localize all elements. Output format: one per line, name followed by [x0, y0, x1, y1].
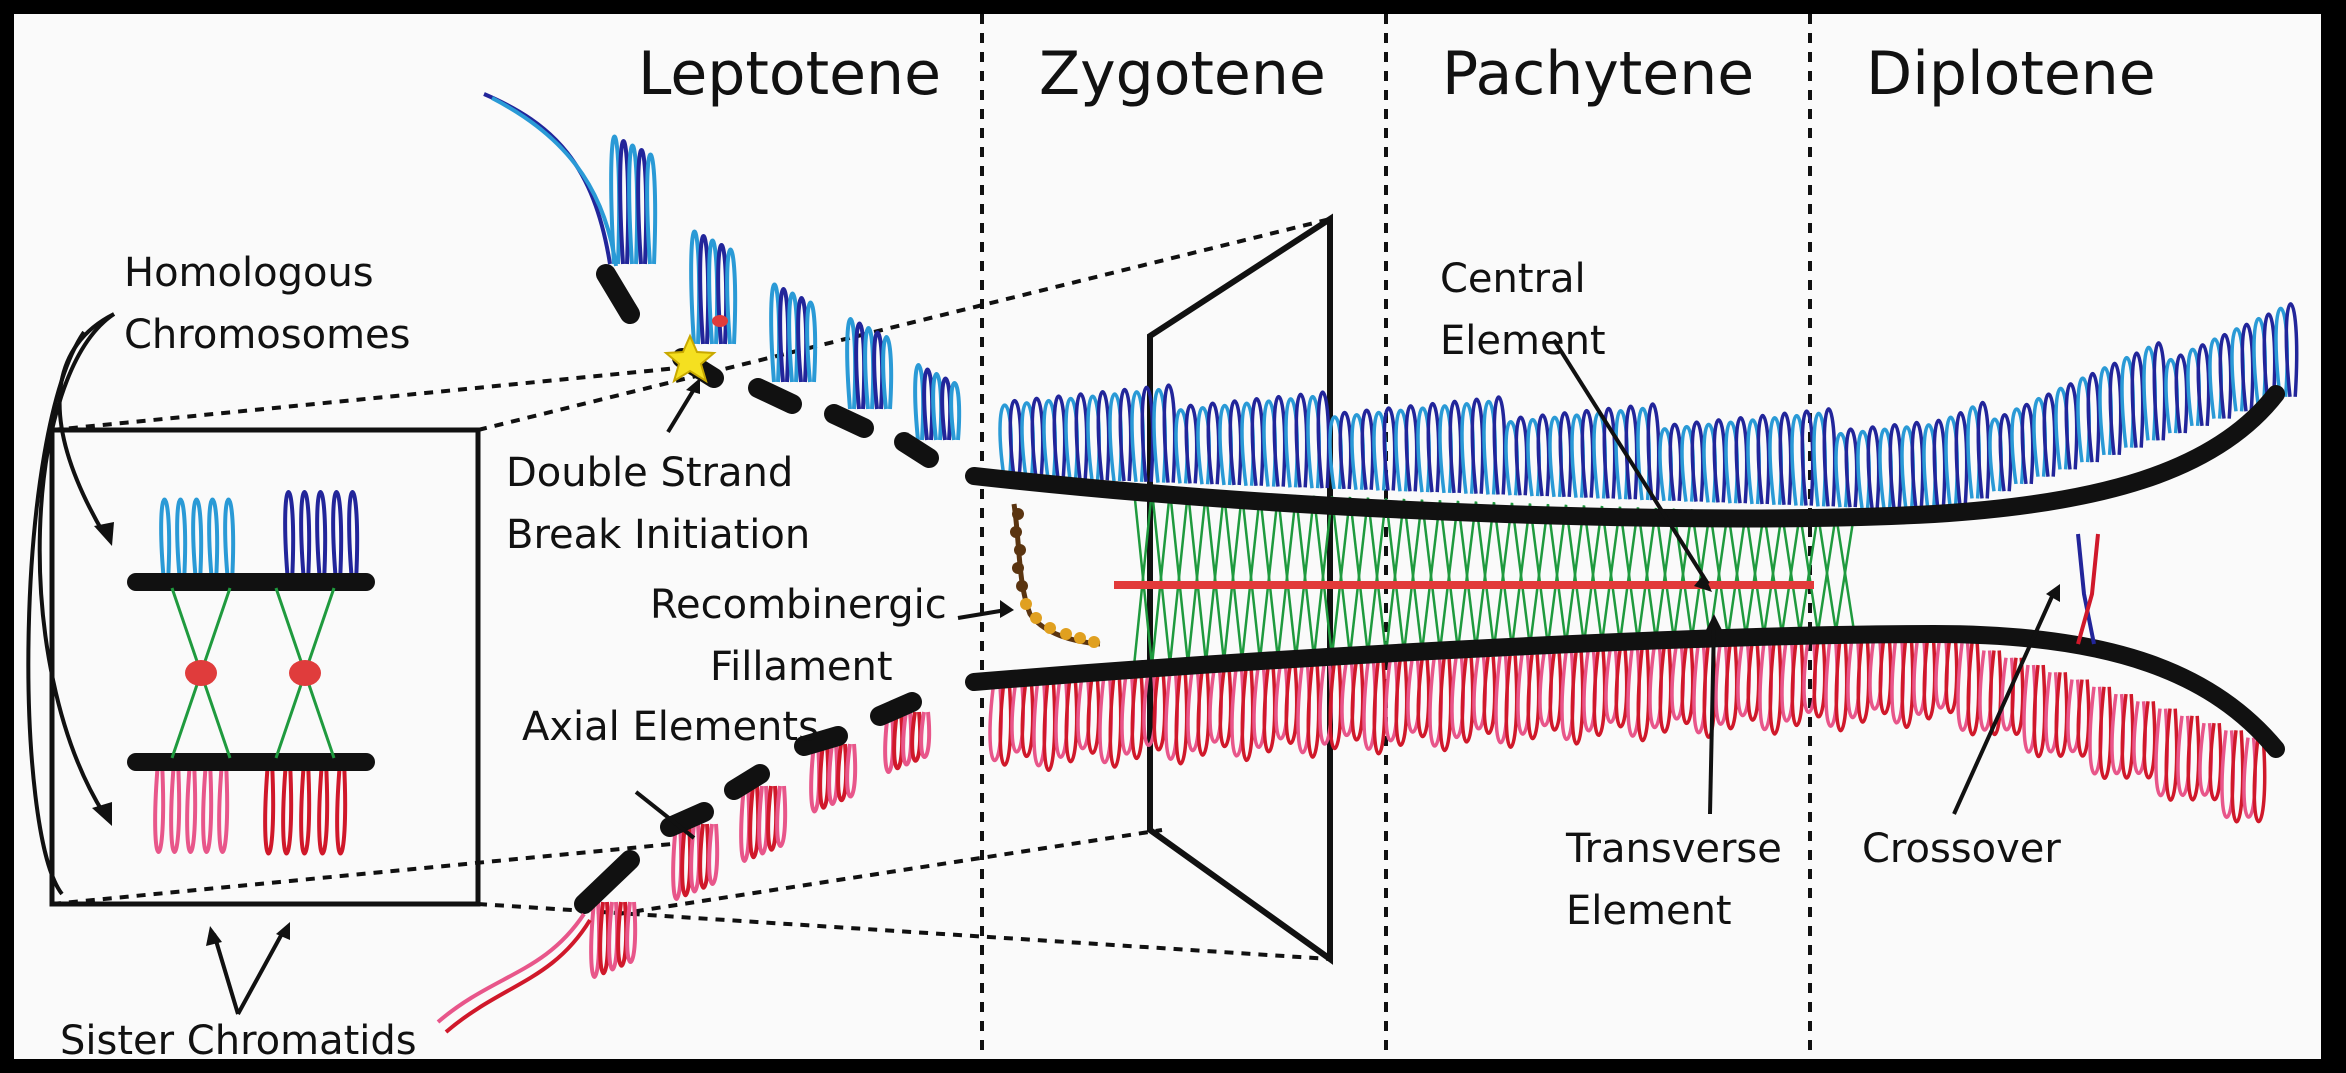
homolog-top-chromatin-loops — [609, 134, 2299, 511]
label-homologous-line1: Homologous — [124, 250, 374, 296]
stage-title-zygotene: Zygotene — [1039, 39, 1326, 109]
crossover-chiasma — [2076, 533, 2100, 645]
label-transverse-line2: Element — [1566, 888, 1732, 934]
transverse-filaments — [1132, 489, 1856, 667]
centromere-right — [289, 660, 321, 686]
sister-chromatid-inset — [49, 427, 481, 907]
stage-dividers — [980, 14, 1812, 1059]
leptotene-tail-bottom-red — [444, 918, 592, 1034]
diagram-canvas: Leptotene Zygotene Pachytene Diplotene — [14, 14, 2321, 1059]
leptotene-tail-bottom-pink — [436, 912, 586, 1024]
leptotene-tail-top-dark — [483, 92, 612, 265]
lateral-element-bottom — [965, 624, 2285, 758]
label-axial-elements: Axial Elements — [522, 704, 819, 750]
centromere-left — [185, 660, 217, 686]
label-dsb-line1: Double Strand — [506, 450, 793, 496]
label-homologous-line2: Chromosomes — [124, 312, 410, 358]
homolog-bottom-chromatin-loops — [589, 634, 2267, 979]
stage-title-leptotene: Leptotene — [638, 39, 941, 109]
label-crossover: Crossover — [1862, 826, 2061, 872]
label-central-line2: Element — [1440, 318, 1606, 364]
annotation-arrows — [26, 312, 2056, 1015]
stage-title-diplotene: Diplotene — [1866, 39, 2156, 109]
stage-title-pachytene: Pachytene — [1442, 39, 1754, 109]
recombinergic-filament — [1010, 503, 1101, 648]
meiosis-prophase-diagram: Leptotene Zygotene Pachytene Diplotene — [26, 14, 2299, 1059]
lateral-element-top — [965, 385, 2285, 528]
dsb-star — [663, 333, 717, 384]
label-recombinergic-line1: Recombinergic — [650, 582, 947, 628]
label-transverse-line1: Transverse — [1565, 826, 1782, 872]
annotation-arrowheads — [92, 378, 2060, 946]
label-central-line1: Central — [1440, 256, 1586, 302]
label-sister-chromatids: Sister Chromatids — [60, 1018, 417, 1059]
label-dsb-line2: Break Initiation — [506, 512, 810, 558]
leptotene-tail-top-light — [491, 96, 618, 267]
label-recombinergic-line2: Fillament — [710, 644, 893, 690]
dsb-red-marker — [712, 315, 728, 327]
